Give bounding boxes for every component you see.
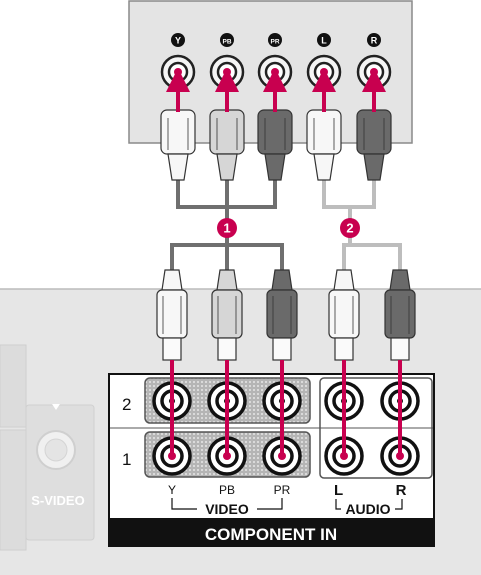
svideo-label: S-VIDEO bbox=[31, 493, 84, 508]
source-jack-badge-r bbox=[367, 33, 381, 47]
svideo-panel bbox=[25, 404, 95, 541]
row-label-1: 1 bbox=[122, 450, 131, 469]
video-group-label: VIDEO bbox=[205, 501, 249, 517]
video-jack-label-y: Y bbox=[168, 483, 176, 497]
source-plug-l bbox=[306, 109, 342, 181]
audio-bracket bbox=[335, 499, 403, 510]
panel-plug-y bbox=[156, 269, 188, 361]
panel-plug-r bbox=[384, 269, 416, 361]
source-jack-label-l: L bbox=[321, 36, 327, 46]
source-jack-label-y: Y bbox=[175, 36, 181, 46]
video-cable-lower bbox=[170, 243, 284, 270]
video-bracket bbox=[171, 498, 283, 510]
panel-plug-pb bbox=[211, 269, 243, 361]
source-jack-badge-pb bbox=[220, 33, 234, 47]
source-plug-r bbox=[356, 109, 392, 181]
source-plug-pr bbox=[257, 109, 293, 181]
step-2-badge: 2 bbox=[340, 218, 360, 238]
step-1-badge: 1 bbox=[217, 218, 237, 238]
source-jack-label-pr: PR bbox=[270, 39, 279, 46]
audio-jack-label-r: R bbox=[396, 482, 407, 499]
audio-cable-upper bbox=[322, 180, 376, 209]
source-jack-label-pb: PB bbox=[222, 39, 231, 46]
audio-group-label: AUDIO bbox=[345, 501, 390, 517]
panel-plug-l bbox=[328, 269, 360, 361]
side-panel-top bbox=[0, 344, 27, 428]
source-plug-y bbox=[160, 109, 196, 181]
side-panel-bottom bbox=[0, 429, 27, 551]
step-1-label: 1 bbox=[223, 221, 230, 236]
svideo-marker-icon bbox=[52, 404, 60, 410]
audio-cable-lower bbox=[342, 243, 402, 270]
source-jack-badge-pr bbox=[268, 33, 282, 47]
video-jack-label-pb: PB bbox=[219, 483, 235, 497]
component-in-label: COMPONENT IN bbox=[205, 525, 337, 544]
source-jack-badge-l bbox=[317, 33, 331, 47]
source-jack-label-r: R bbox=[371, 36, 378, 46]
video-cable-upper bbox=[176, 180, 277, 209]
video-jack-label-pr: PR bbox=[274, 483, 291, 497]
source-jack-badge-y bbox=[171, 33, 185, 47]
audio-jack-label-l: L bbox=[334, 482, 343, 499]
row-label-2: 2 bbox=[122, 395, 131, 414]
source-plug-pb bbox=[209, 109, 245, 181]
step-2-label: 2 bbox=[346, 221, 353, 236]
